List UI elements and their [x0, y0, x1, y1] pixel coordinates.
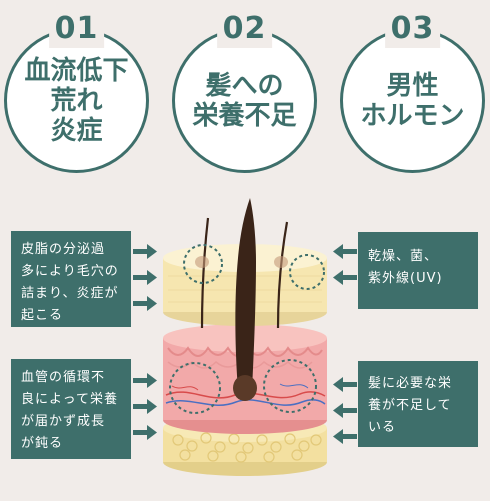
callout-blood-flow: 血管の循環不 良によって栄養 が届かず成長 が鈍る — [11, 359, 131, 459]
badge-02: 02 髪への 栄養不足 — [172, 10, 317, 173]
right-arrows — [333, 244, 357, 444]
badge-01: 01 血流低下 荒れ 炎症 — [4, 10, 149, 173]
callout-sebum: 皮脂の分泌過 多により毛穴の 詰まり、炎症が 起こる — [11, 231, 131, 327]
badge-text: 血流低下 荒れ 炎症 — [24, 55, 129, 146]
badge-03: 03 男性 ホルモン — [340, 10, 485, 173]
hair-strands — [195, 198, 289, 401]
left-arrows — [133, 244, 157, 440]
highlight-circles — [169, 244, 325, 414]
callout-dryness-uv: 乾燥、菌、 紫外線(UV) — [358, 232, 478, 309]
badge-text: 男性 ホルモン — [360, 70, 465, 131]
callout-nutrition: 髪に必要な栄 養が不足して いる — [358, 361, 478, 447]
badge-number: 02 — [216, 10, 273, 48]
badge-number: 01 — [48, 10, 105, 48]
badge-number: 03 — [384, 10, 441, 48]
badge-text: 髪への 栄養不足 — [192, 70, 297, 131]
